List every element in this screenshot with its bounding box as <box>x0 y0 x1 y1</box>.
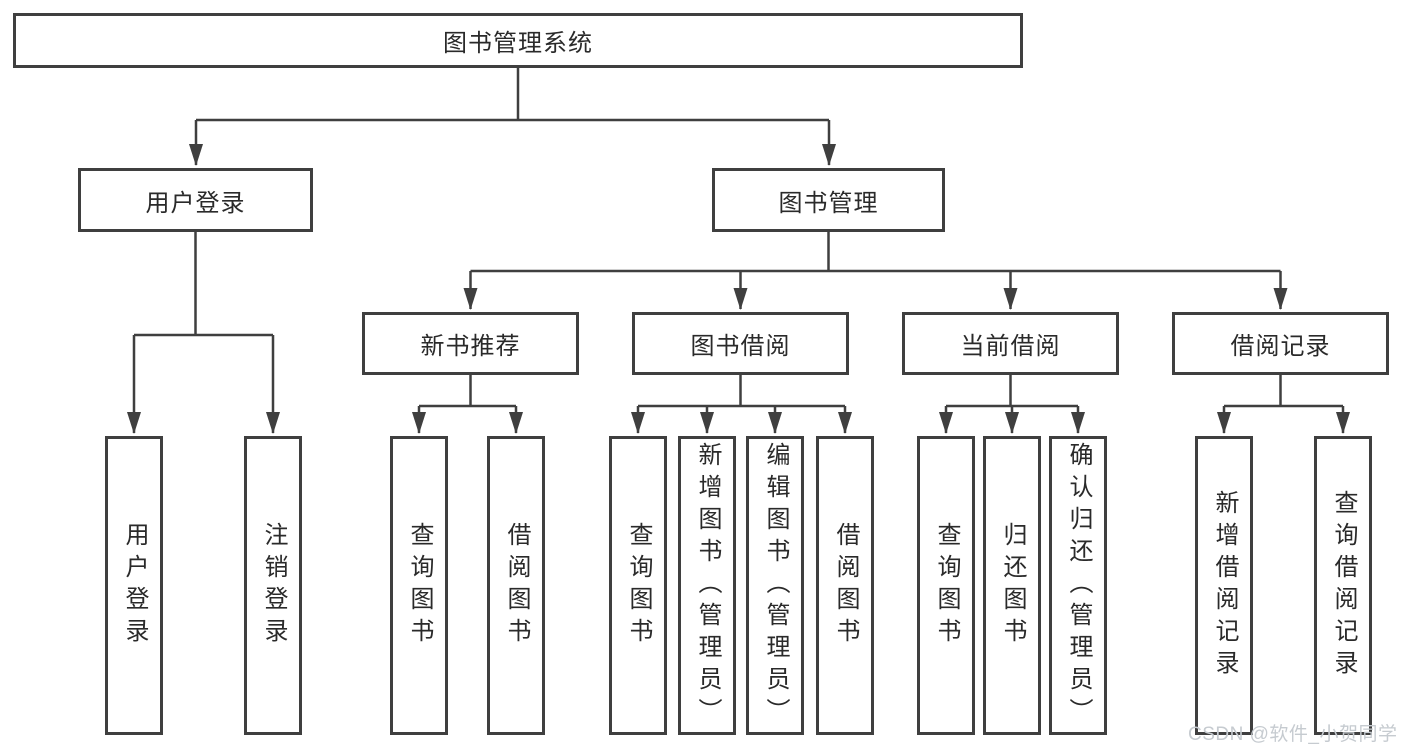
node-root: 图书管理系统 <box>13 13 1023 68</box>
leaf-user-login: 用户登录 <box>105 436 163 735</box>
node-label: 借阅记录 <box>1230 333 1331 360</box>
node-label: 查询图书 <box>406 521 433 650</box>
watermark: CSDN @软件_小贺同学 <box>1188 724 1398 745</box>
node-label: 当前借阅 <box>960 333 1061 360</box>
leaf-cb-return-books: 归还图书 <box>983 436 1041 735</box>
node-label: 编辑图书（管理员） <box>762 441 789 730</box>
node-label: 注销登录 <box>260 521 287 650</box>
leaf-bb-query-books: 查询图书 <box>609 436 667 735</box>
node-label: 图书管理系统 <box>443 30 593 57</box>
node-new-book-recommend: 新书推荐 <box>362 312 579 375</box>
node-book-borrow: 图书借阅 <box>632 312 849 375</box>
node-label: 用户登录 <box>121 521 148 650</box>
leaf-bb-borrow-books: 借阅图书 <box>816 436 874 735</box>
node-label: 归还图书 <box>999 521 1026 650</box>
leaf-br-add-record: 新增借阅记录 <box>1195 436 1253 735</box>
leaf-nbr-query-books: 查询图书 <box>390 436 448 735</box>
leaf-logout: 注销登录 <box>244 436 302 735</box>
node-label: 借阅图书 <box>503 521 530 650</box>
node-label: 新增借阅记录 <box>1211 489 1238 682</box>
node-current-borrow: 当前借阅 <box>902 312 1119 375</box>
node-label: 查询图书 <box>625 521 652 650</box>
node-label: 用户登录 <box>145 189 246 217</box>
node-label: 新书推荐 <box>420 333 521 360</box>
node-label: 图书管理 <box>778 189 879 217</box>
leaf-bb-edit-book-admin: 编辑图书（管理员） <box>746 436 804 735</box>
node-user-login: 用户登录 <box>78 168 313 232</box>
leaf-nbr-borrow-books: 借阅图书 <box>487 436 545 735</box>
node-borrow-records: 借阅记录 <box>1172 312 1389 375</box>
leaf-bb-add-book-admin: 新增图书（管理员） <box>678 436 736 735</box>
leaf-br-query-record: 查询借阅记录 <box>1314 436 1372 735</box>
leaf-cb-query-books: 查询图书 <box>917 436 975 735</box>
node-book-management: 图书管理 <box>712 168 945 232</box>
leaf-cb-confirm-return-admin: 确认归还（管理员） <box>1049 436 1107 735</box>
node-label: 确认归还（管理员） <box>1065 441 1092 730</box>
node-label: 查询借阅记录 <box>1330 489 1357 682</box>
node-label: 借阅图书 <box>832 521 859 650</box>
node-label: 新增图书（管理员） <box>694 441 721 730</box>
node-label: 查询图书 <box>933 521 960 650</box>
node-label: 图书借阅 <box>690 333 791 360</box>
